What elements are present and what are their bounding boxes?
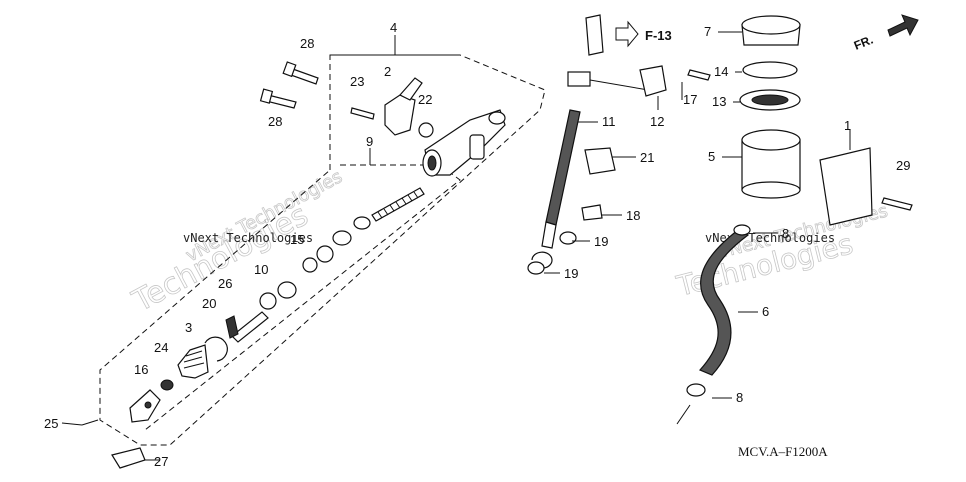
reservoir [687,15,913,226]
callout-8-lower: 8 [736,390,743,405]
callout-23: 23 [350,74,364,89]
reference-label: F-13 [645,28,672,43]
callout-2: 2 [384,64,391,79]
leader-lines [61,31,851,461]
callout-26: 26 [218,276,232,291]
callout-21: 21 [640,150,654,165]
callout-20: 20 [202,296,216,311]
callout-5: 5 [708,149,715,164]
callouts: 1 2 3 4 5 6 7 8 8 9 10 11 12 13 14 15 16… [44,20,910,469]
callout-13: 13 [712,94,726,109]
front-direction-arrow: FR. [852,14,919,53]
callout-18: 18 [626,208,640,223]
front-label: FR. [852,33,875,53]
callout-19-upper: 19 [594,234,608,249]
callout-8-upper: 8 [782,226,789,241]
brake-hose [531,14,667,269]
callout-29: 29 [896,158,910,173]
reservoir-hose [676,224,751,425]
callout-22: 22 [418,92,432,107]
piston-set [225,187,425,343]
callout-28-lower: 28 [268,114,282,129]
callout-3: 3 [185,320,192,335]
callout-14: 14 [714,64,728,79]
boot-and-rod [81,336,228,469]
callout-12: 12 [650,114,664,129]
diagram-code: MCV.A–F1200A [738,444,828,459]
callout-10: 10 [254,262,268,277]
callout-16: 16 [134,362,148,377]
callout-19-lower: 19 [564,266,578,281]
callout-15: 15 [290,232,304,247]
callout-1: 1 [844,118,851,133]
callout-25: 25 [44,416,58,431]
callout-24: 24 [154,340,168,355]
master-cylinder-body [422,109,506,177]
callout-7: 7 [704,24,711,39]
bolts-upper [259,61,434,138]
callout-4: 4 [390,20,397,35]
callout-27: 27 [154,454,168,469]
callout-11: 11 [602,114,616,129]
callout-17: 17 [683,92,697,107]
reference-arrow: F-13 [615,20,672,48]
callout-28-upper: 28 [300,36,314,51]
callout-9: 9 [366,134,373,149]
callout-6: 6 [762,304,769,319]
watermark-small-left: vNext Technologies [183,231,313,245]
